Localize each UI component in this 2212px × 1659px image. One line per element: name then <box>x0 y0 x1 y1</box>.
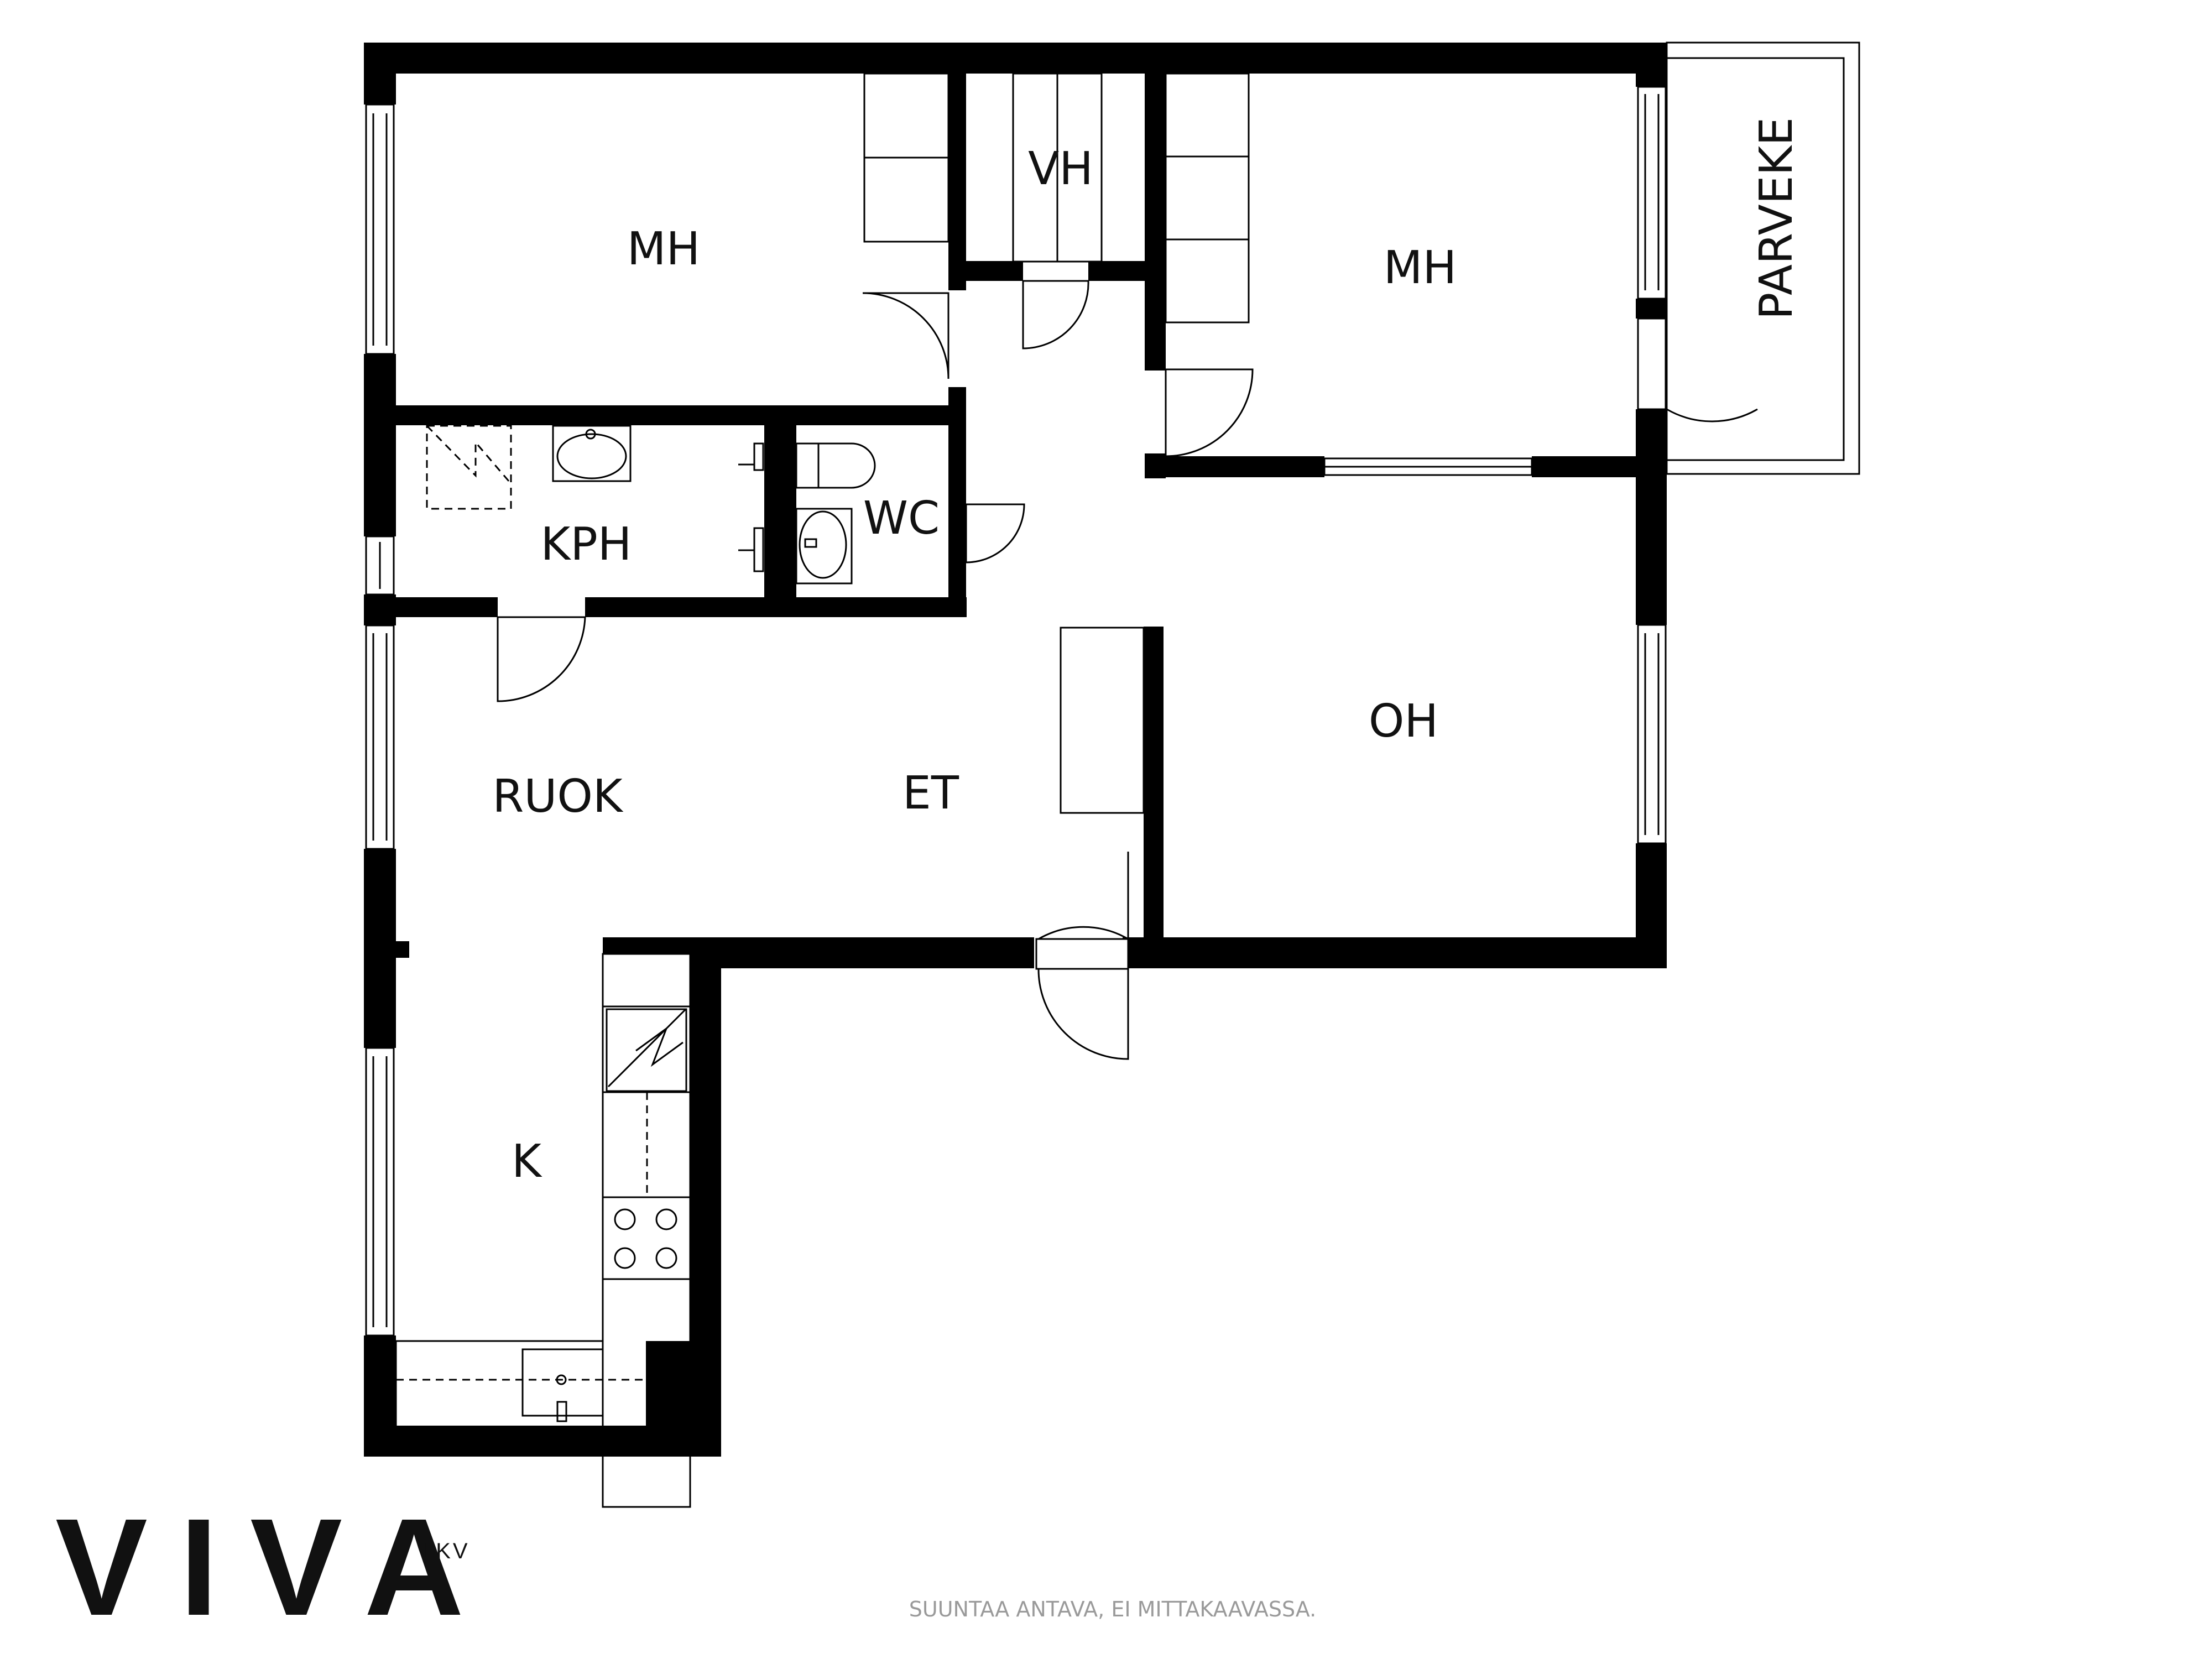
door-entrance-outer <box>1037 968 1129 1060</box>
interior-walls <box>387 69 1653 968</box>
wardrobe <box>1165 238 1250 324</box>
door-wc <box>965 503 1025 564</box>
room-label-parveke: PARVEKE <box>1750 117 1803 320</box>
brand-logo: VIVA LKV <box>55 1490 496 1644</box>
shower <box>426 425 512 510</box>
door-mh-right <box>1165 368 1254 457</box>
door-vh <box>1022 280 1089 349</box>
room-label-k: K <box>512 1135 542 1188</box>
room-label-mh-right: MH <box>1384 242 1457 294</box>
disclaimer-text: SUUNTAA ANTAVA, EI MITTAKAAVASSA. <box>909 1597 1316 1621</box>
room-label-wc: WC <box>863 492 940 545</box>
wc-sink <box>795 508 853 585</box>
room-label-et: ET <box>902 767 959 820</box>
toilet <box>795 442 820 489</box>
room-label-oh: OH <box>1369 695 1438 748</box>
bathroom-sink <box>552 425 632 482</box>
fixtures <box>395 72 1250 1508</box>
stove <box>602 1196 691 1280</box>
outer-walls <box>364 43 1667 1457</box>
room-label-vh: VH <box>1028 143 1093 195</box>
balcony <box>1666 41 1860 475</box>
tap-icon <box>753 527 764 572</box>
wardrobe <box>1165 155 1250 241</box>
door-mh-left <box>862 292 950 379</box>
room-label-ruok: RUOK <box>492 770 624 823</box>
kitchen-sink <box>521 1348 604 1417</box>
doors <box>497 280 1758 1060</box>
windows <box>365 86 1667 1337</box>
wardrobe <box>863 72 950 159</box>
door-entrance-inner <box>1035 852 1129 941</box>
room-label-mh-left: MH <box>627 223 700 275</box>
wardrobe <box>863 156 950 243</box>
fridge <box>606 1008 687 1092</box>
logo-suffix: LKV <box>421 1539 470 1563</box>
door-kph <box>497 616 586 702</box>
tap-icon <box>753 442 764 471</box>
room-labels: MH VH MH PARVEKE KPH WC OH RUOK ET K <box>492 117 1803 1188</box>
hall-wardrobe <box>1060 627 1145 814</box>
logo-wordmark: VIVA <box>55 1490 496 1644</box>
wardrobe <box>1165 72 1250 158</box>
door-balcony <box>1666 319 1758 422</box>
room-label-kph: KPH <box>541 518 632 571</box>
